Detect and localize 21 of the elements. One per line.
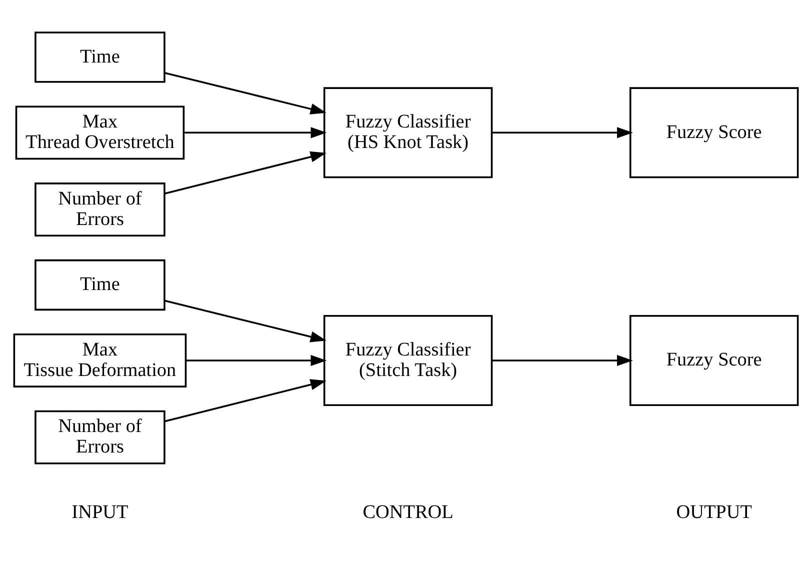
- node-box: Max Thread Overstretch: [15, 105, 185, 160]
- node-box: Time: [34, 31, 166, 82]
- label: OUTPUT: [676, 501, 752, 522]
- arrow: [186, 354, 327, 366]
- node-box: Number of Errors: [34, 182, 166, 236]
- node-box: Number of Errors: [34, 410, 166, 464]
- arrow: [492, 126, 633, 138]
- arrow: [164, 299, 326, 342]
- arrow: [164, 150, 326, 194]
- node-box: Fuzzy Classifier (HS Knot Task): [323, 86, 493, 178]
- node-box: Fuzzy Classifier (Stitch Task): [323, 314, 493, 406]
- arrow: [164, 71, 326, 114]
- arrow: [492, 354, 633, 366]
- node-box: Fuzzy Score: [629, 86, 799, 178]
- arrow: [164, 378, 326, 422]
- node-box: Time: [34, 258, 166, 310]
- label: INPUT: [72, 501, 128, 522]
- node-box: Fuzzy Score: [629, 314, 799, 406]
- arrow: [184, 126, 327, 138]
- label: CONTROL: [362, 501, 454, 522]
- node-box: Max Tissue Deformation: [13, 333, 187, 387]
